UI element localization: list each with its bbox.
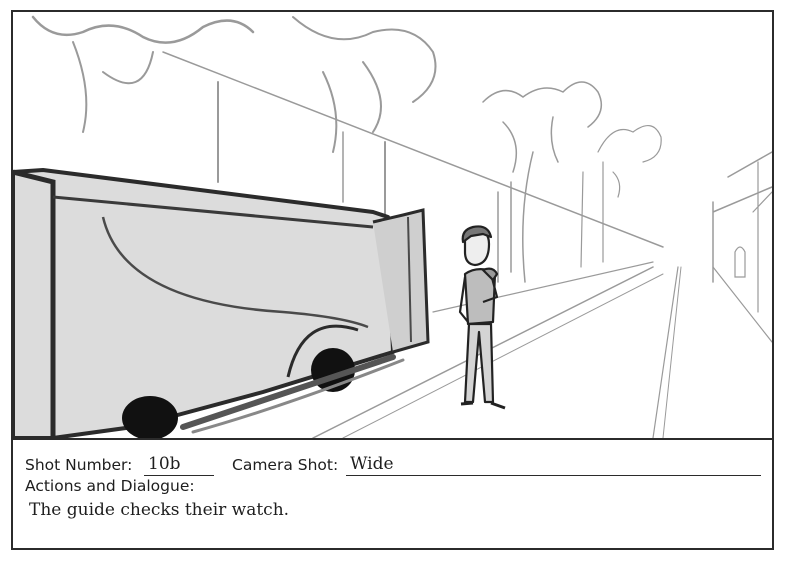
- sketch-image: [13, 15, 772, 438]
- camera-shot-value: Wide: [350, 454, 394, 474]
- shot-number-value: 10b: [148, 454, 181, 474]
- storyboard-panel: Shot Number: 10b Camera Shot: Wide Actio…: [11, 10, 774, 550]
- shot-number-field[interactable]: 10b: [144, 454, 214, 476]
- actions-dialogue-label: Actions and Dialogue:: [25, 477, 195, 495]
- camera-shot-field[interactable]: Wide: [346, 454, 761, 476]
- panel-divider: [13, 438, 772, 440]
- shot-number-label: Shot Number:: [25, 456, 133, 474]
- camera-shot-label: Camera Shot:: [232, 456, 339, 474]
- actions-dialogue-text[interactable]: The guide checks their watch.: [29, 500, 290, 520]
- shot-info: Shot Number: 10b Camera Shot: Wide Actio…: [13, 440, 772, 548]
